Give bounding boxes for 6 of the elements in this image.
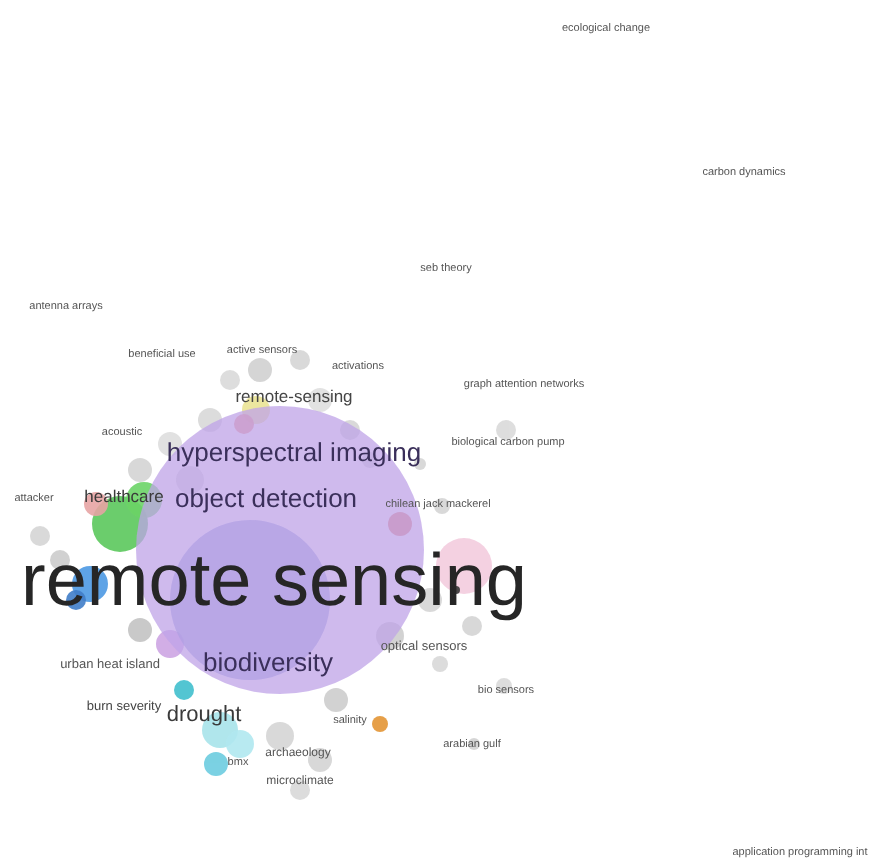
keyword-label: hyperspectral imaging xyxy=(166,439,422,465)
keyword-label: remote-sensing xyxy=(235,387,353,405)
keyword-label: biodiversity xyxy=(202,649,334,675)
keyword-label: drought xyxy=(166,705,242,727)
keyword-label: healthcare xyxy=(84,487,164,505)
keyword-label: object detection xyxy=(174,485,358,511)
